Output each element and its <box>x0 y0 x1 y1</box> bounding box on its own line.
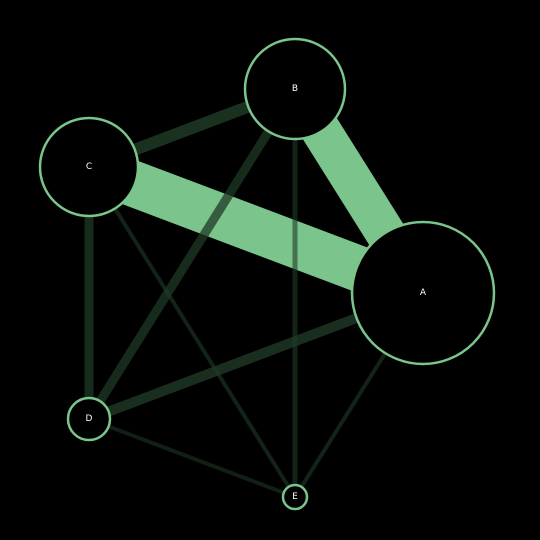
node-label-d: D <box>86 414 93 424</box>
node-label-a: A <box>420 288 427 298</box>
node-b[interactable]: B <box>243 37 347 141</box>
node-e[interactable]: E <box>281 483 309 511</box>
node-d[interactable]: D <box>66 396 112 442</box>
nodes-layer: A B C D E <box>38 37 496 511</box>
node-label-b: B <box>292 84 298 94</box>
edge-b-d <box>85 86 299 422</box>
node-label-e: E <box>292 492 298 502</box>
node-label-c: C <box>86 162 92 172</box>
node-circle-e[interactable] <box>281 483 309 511</box>
edge-d-e <box>88 417 296 499</box>
node-circle-d[interactable] <box>66 396 112 442</box>
node-circle-a[interactable] <box>350 220 496 366</box>
node-circle-c[interactable] <box>38 116 140 218</box>
node-a[interactable]: A <box>350 220 496 366</box>
edge-c-e <box>87 165 297 499</box>
node-circle-b[interactable] <box>243 37 347 141</box>
node-c[interactable]: C <box>38 116 140 218</box>
